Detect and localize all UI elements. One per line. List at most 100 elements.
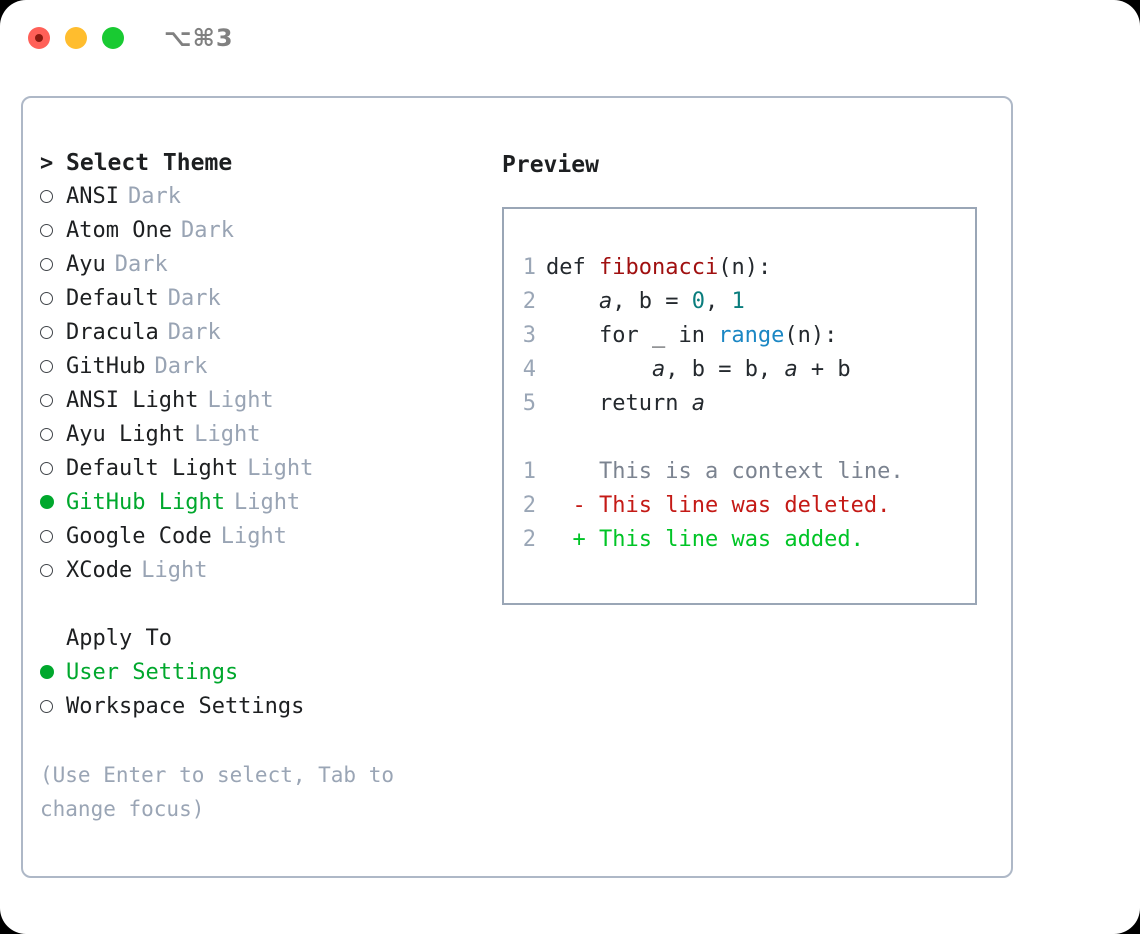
diff-sign [546, 459, 586, 484]
theme-variant-label: Dark [127, 184, 181, 209]
diff-line-number: 2 [522, 527, 536, 552]
theme-list-item[interactable]: ANSI Dark [40, 184, 490, 218]
theme-name-label: GitHub [66, 354, 146, 379]
radio-glyph [40, 325, 53, 339]
radio-glyph [40, 291, 53, 305]
radio-unselected-icon[interactable] [40, 693, 66, 718]
theme-name-label: Google Code [66, 524, 212, 549]
theme-variant-label: Light [220, 524, 287, 549]
diff-line: 1 This is a context line. [504, 459, 975, 493]
radio-unselected-icon[interactable] [40, 319, 66, 344]
line-number: 3 [522, 323, 536, 348]
keyboard-shortcut-label: ⌥⌘3 [164, 24, 234, 52]
code-token: , [612, 289, 639, 314]
diff-line-text: This is a context line. [585, 459, 904, 484]
code-token: def [546, 255, 599, 280]
code-token: b [638, 289, 652, 314]
close-window-icon[interactable] [28, 27, 50, 49]
radio-glyph [40, 359, 53, 373]
theme-name-label: Default Light [66, 456, 239, 481]
radio-glyph [40, 699, 53, 713]
theme-name-label: XCode [66, 558, 133, 583]
radio-unselected-icon[interactable] [40, 285, 66, 310]
theme-variant-label: Dark [167, 286, 221, 311]
theme-name-label: Dracula [66, 320, 159, 345]
radio-glyph [40, 563, 53, 577]
code-token: 1 [731, 289, 745, 314]
theme-name-label: Ayu Light [66, 422, 186, 447]
code-line: 5 return a [504, 391, 975, 425]
theme-list-item[interactable]: Default Dark [40, 286, 490, 320]
apply-to-heading: Apply To [40, 626, 490, 660]
section-spacer [40, 592, 490, 626]
diff-sign: - [546, 493, 586, 518]
theme-list-item[interactable]: XCode Light [40, 558, 490, 592]
radio-glyph [40, 223, 53, 237]
radio-unselected-icon[interactable] [40, 523, 66, 548]
code-token: = [651, 289, 692, 314]
radio-unselected-icon[interactable] [40, 421, 66, 446]
code-line-text: a, b = 0, 1 [546, 289, 745, 314]
apply-to-label: Workspace Settings [66, 694, 305, 719]
code-token: 0 [691, 289, 705, 314]
diff-line-number: 2 [522, 493, 536, 518]
diff-line: 2 - This line was deleted. [504, 493, 975, 527]
line-number: 5 [522, 391, 536, 416]
radio-glyph [40, 495, 54, 509]
radio-selected-icon[interactable] [40, 659, 66, 684]
code-line-text: a, b = b, a + b [546, 357, 851, 382]
apply-to-heading-label: Apply To [66, 626, 172, 651]
diff-line: 2 + This line was added. [504, 527, 975, 561]
apply-to-item[interactable]: Workspace Settings [40, 694, 490, 728]
diff-sample: 1 This is a context line.2 - This line w… [504, 459, 975, 561]
radio-unselected-icon[interactable] [40, 455, 66, 480]
theme-name-label: ANSI [66, 184, 119, 209]
radio-selected-icon[interactable] [40, 489, 66, 514]
radio-glyph [40, 189, 53, 203]
theme-name-label: Ayu [66, 252, 106, 277]
theme-variant-label: Light [207, 388, 274, 413]
radio-unselected-icon[interactable] [40, 251, 66, 276]
code-token: (n): [784, 323, 838, 348]
theme-variant-label: Dark [180, 218, 234, 243]
theme-variant-label: Light [233, 490, 301, 515]
radio-unselected-icon[interactable] [40, 557, 66, 582]
code-token [546, 289, 599, 314]
radio-glyph [40, 427, 53, 441]
apply-to-item[interactable]: User Settings [40, 660, 490, 694]
theme-name-label: Default [66, 286, 159, 311]
radio-glyph [40, 257, 53, 271]
code-line-text: for _ in range(n): [546, 323, 837, 348]
radio-unselected-icon[interactable] [40, 217, 66, 242]
code-line: 2 a, b = 0, 1 [504, 289, 975, 323]
code-line-text: def fibonacci(n): [546, 255, 771, 280]
maximize-window-icon[interactable] [102, 27, 124, 49]
code-token: a [651, 357, 666, 382]
code-token: for _ in [546, 323, 719, 348]
minimize-window-icon[interactable] [65, 27, 87, 49]
code-token: range [718, 323, 785, 348]
radio-unselected-icon[interactable] [40, 387, 66, 412]
diff-line-text: This line was deleted. [585, 493, 891, 518]
theme-list-item[interactable]: Google Code Light [40, 524, 490, 558]
preview-heading-label: Preview [502, 152, 599, 178]
theme-variant-label: Light [141, 558, 208, 583]
radio-unselected-icon[interactable] [40, 353, 66, 378]
keyboard-hint-text: (Use Enter to select, Tab to change focu… [40, 763, 407, 821]
radio-unselected-icon[interactable] [40, 183, 66, 208]
prompt-caret-icon: > [40, 151, 54, 176]
